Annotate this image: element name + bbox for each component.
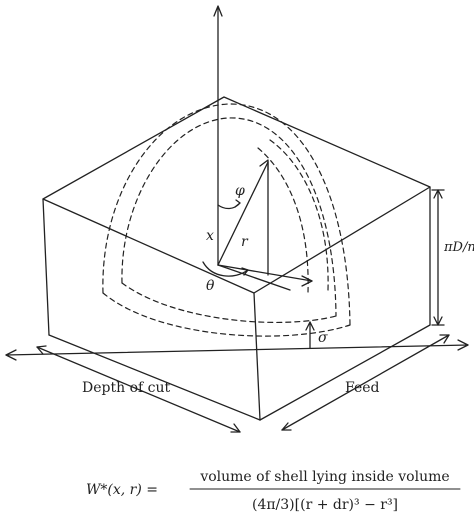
depth-dimension-line	[36, 346, 241, 433]
theta-angle-arc	[202, 261, 249, 277]
inner-shell-base	[121, 282, 337, 324]
depth-dimension-left-arrowhead	[36, 345, 47, 355]
label-n: n	[467, 240, 474, 255]
block-bottom-edge-left	[48, 334, 261, 421]
horizontal-axis-left-arrowhead	[5, 349, 17, 361]
feed-dimension-right-arrowhead	[439, 334, 450, 344]
theta-arc-arrowhead	[241, 267, 249, 276]
radius-r-line	[217, 161, 269, 266]
label-theta: θ	[206, 278, 215, 294]
equation-lhs: W*(x, r) =	[86, 482, 158, 498]
feed-dimension-line	[281, 334, 450, 431]
depth-dimension-right-arrowhead	[230, 423, 241, 433]
phi-arc-arrowhead	[234, 199, 241, 208]
feed-dimension-left-arrowhead	[281, 422, 292, 431]
label-x: x	[206, 228, 214, 244]
label-feed: Feed	[345, 380, 380, 396]
horizontal-axis-right-arrowhead	[457, 339, 469, 351]
front-shell-inner	[257, 147, 309, 293]
outer-shell-arch	[102, 103, 351, 326]
sigma-arrowhead	[305, 321, 315, 331]
block-edge-front	[253, 292, 261, 421]
projection-arrowhead	[301, 275, 313, 287]
block-edge-left	[42, 198, 50, 336]
projection-direction-line	[217, 264, 313, 282]
equation-denominator: (4π/3)[(r + dr)³ − r³]	[252, 497, 398, 513]
block-bottom-edge-right	[259, 324, 431, 421]
label-height-dimension: πD/ns	[443, 240, 474, 257]
label-piD: πD/	[443, 240, 469, 255]
label-r: r	[241, 234, 249, 250]
inner-shell-arch	[121, 117, 337, 317]
front-shell-outer	[269, 139, 329, 291]
label-sigma: σ	[318, 330, 328, 346]
label-depth-of-cut: Depth of cut	[82, 380, 170, 396]
label-phi: φ	[235, 183, 245, 199]
projection-line	[217, 264, 291, 291]
horizontal-axis-line	[5, 344, 469, 356]
equation-numerator: volume of shell lying inside volume	[199, 469, 449, 485]
outer-shell-base	[102, 292, 351, 337]
x-axis-arrowhead	[213, 5, 223, 17]
